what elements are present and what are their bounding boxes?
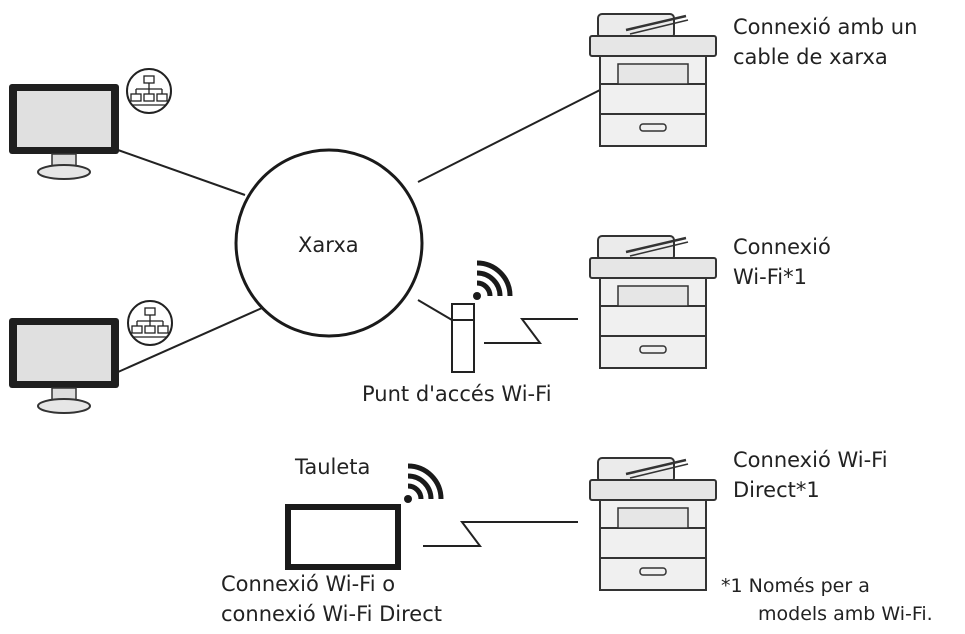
access-point-icon	[451, 303, 475, 373]
computer-2-link	[117, 307, 263, 373]
printer-wifi-direct-label-line2: Direct*1	[733, 478, 820, 502]
printer-icon	[588, 12, 718, 148]
printer-wifi-label-line1: Connexió	[733, 235, 831, 259]
tablet-connection-label-line2: connexió Wi-Fi Direct	[221, 602, 443, 626]
wifi-icon	[404, 466, 441, 503]
printer-wifi-label-line2: Wi-Fi*1	[733, 265, 807, 289]
wired-printer-link	[417, 89, 601, 183]
printer-wifi-direct-label-line1: Connexió Wi-Fi	[733, 448, 888, 472]
network-icon	[127, 300, 173, 346]
access-point-link	[417, 299, 453, 321]
computer-icon	[8, 317, 120, 414]
printer-icon	[588, 456, 718, 592]
wifi-zigzag-signal	[484, 318, 578, 344]
network-circle	[234, 148, 424, 338]
printer-wired-label-line1: Connexió amb un	[733, 15, 918, 39]
tablet-icon	[285, 504, 401, 570]
computer-1-link	[117, 149, 246, 196]
tablet-label: Tauleta	[295, 455, 371, 479]
tablet-connection-label-line1: Connexió Wi-Fi o	[221, 572, 396, 596]
network-label: Xarxa	[298, 233, 359, 257]
printer-wired-label-line2: cable de xarxa	[733, 45, 888, 69]
footnote-line1: *1 Només per a	[721, 575, 870, 597]
computer-icon	[8, 83, 120, 180]
access-point-label: Punt d'accés Wi-Fi	[362, 382, 552, 406]
network-icon	[126, 68, 172, 114]
wifi-icon	[473, 263, 510, 300]
wifi-direct-zigzag-signal	[423, 521, 578, 547]
footnote-line2: models amb Wi-Fi.	[758, 603, 933, 625]
printer-icon	[588, 234, 718, 370]
